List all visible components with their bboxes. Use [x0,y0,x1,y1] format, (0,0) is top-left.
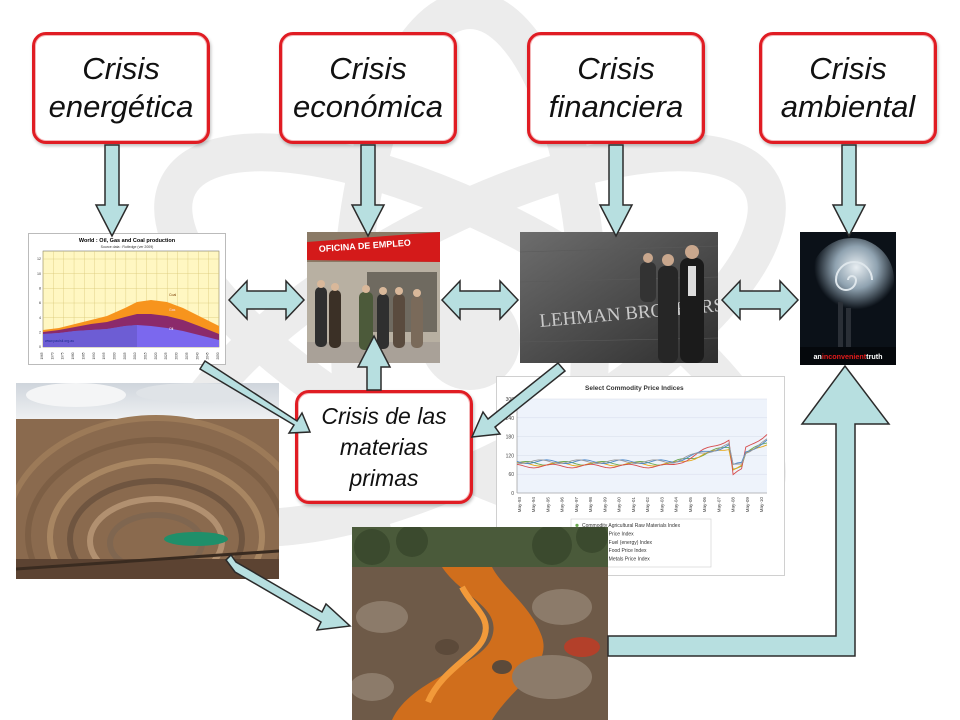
oil-x-tick-label: 1990 [92,352,96,359]
open-pit-mine-photo [16,383,279,579]
oil-y-tick-label: 10 [37,272,41,276]
oil-x-tick-label: 2020 [154,352,158,359]
oil-x-tick-label: 2010 [133,352,137,359]
oil-y-tick-label: 2 [39,331,41,335]
commodity-x-tick-label: May-94 [531,497,536,513]
commodity-x-tick-label: May-09 [745,497,750,513]
lehman-brothers-photo: LEHMAN BROTHERS [520,232,718,363]
oil-x-tick-label: 1965 [40,352,44,359]
commodity-x-tick-label: May-08 [731,497,736,513]
commodity-y-tick-label: 180 [506,435,515,441]
commodity-x-tick-label: May-03 [659,497,664,513]
movie-title-middle: inconvenient [822,352,867,361]
commodity-x-tick-label: May-99 [602,497,607,513]
commodity-x-tick-label: May-10 [759,497,764,513]
fossil-fuel-production-chart: World : Oil, Gas and Coal production Sou… [28,233,226,365]
commodity-chart-title: Select Commodity Price Indices [585,385,684,392]
movie-title-suffix: truth [866,352,882,361]
oil-x-tick-label: 2015 [144,352,148,359]
gas-label: Gas [169,308,176,312]
crisis-materias-primas-box: Crisis de las materias primas [295,390,473,504]
commodity-x-tick-label: May-05 [688,497,693,513]
commodity-y-tick-label: 120 [506,453,515,459]
oil-x-tick-label: 2000 [112,352,116,359]
inconvenient-truth-poster: aninconvenienttruth [800,232,896,365]
oil-chart-title: World : Oil, Gas and Coal production [79,238,176,244]
oil-x-tick-label: 1985 [81,352,85,359]
employment-office-photo: OFICINA DE EMPLEO [307,232,440,363]
oil-chart-x-ticks: 1965 1970 1975 1980 1985 1990 1995 2000 2005 2010… [40,352,220,359]
commodity-y-tick-label: 300 [506,397,515,403]
commodity-legend-marker [575,523,579,527]
oil-y-tick-label: 0 [39,345,41,349]
commodity-x-tick-label: May-06 [702,497,707,513]
crisis-economica-label: Crisis económica [293,51,443,124]
oil-chart-subtitle: Source data : Rutledge (ver 2009) [101,245,154,249]
commodity-chart-y-ticks: 0 60 120 180 240 300 [506,397,515,497]
movie-title-prefix: an [813,352,821,361]
movie-title: aninconvenienttruth [813,352,882,361]
crisis-energetica-box: Crisis energética [32,32,210,144]
crisis-financiera-label: Crisis financiera [548,51,684,124]
crisis-materias-primas-label: Crisis de las materias primas [321,402,447,491]
oil-y-tick-label: 4 [39,316,41,320]
oil-x-tick-label: 1995 [102,352,106,359]
crisis-financiera-box: Crisis financiera [527,32,705,144]
commodity-x-tick-label: May-04 [674,497,679,513]
crisis-economica-box: Crisis económica [279,32,457,144]
oil-x-tick-label: 1975 [61,352,65,359]
commodity-chart-x-ticks: May-93 May-94 May-95 May-96 May-97 May-98 May-… [517,497,764,513]
oil-x-tick-label: 1980 [71,352,75,359]
crisis-ambiental-box: Crisis ambiental [759,32,937,144]
oil-x-tick-label: 2045 [206,352,210,359]
commodity-x-tick-label: May-02 [645,497,650,513]
commodity-x-tick-label: May-07 [716,497,721,513]
commodity-y-tick-label: 240 [506,416,515,422]
oil-x-tick-label: 2030 [175,352,179,359]
oil-chart-y-ticks: 0 2 4 6 8 10 12 [37,257,41,349]
crisis-energetica-label: Crisis energética [48,51,194,124]
oil-x-tick-label: 1970 [50,352,54,359]
commodity-x-tick-label: May-98 [588,497,593,513]
commodity-x-tick-label: May-00 [617,497,622,513]
commodity-x-tick-label: May-01 [631,497,636,513]
coal-label: Coal [169,293,176,297]
oil-chart-footer: www.paulsil.org.au [45,339,74,343]
oil-label: Oil [169,327,174,331]
oil-y-tick-label: 6 [39,301,41,305]
commodity-x-tick-label: May-96 [560,497,565,513]
oil-y-tick-label: 8 [39,287,41,291]
commodity-x-tick-label: May-95 [545,497,550,513]
oil-x-tick-label: 2050 [216,352,220,359]
commodity-y-tick-label: 60 [508,472,514,478]
oil-x-tick-label: 2040 [195,352,199,359]
oil-x-tick-label: 2025 [164,352,168,359]
crisis-ambiental-label: Crisis ambiental [780,51,916,124]
commodity-x-tick-label: May-97 [574,497,579,513]
commodity-x-tick-label: May-93 [517,497,522,513]
acid-river-photo [352,527,608,720]
oil-x-tick-label: 2005 [123,352,127,359]
oil-y-tick-label: 12 [37,257,41,261]
oil-x-tick-label: 2035 [185,352,189,359]
commodity-y-tick-label: 0 [511,491,514,497]
